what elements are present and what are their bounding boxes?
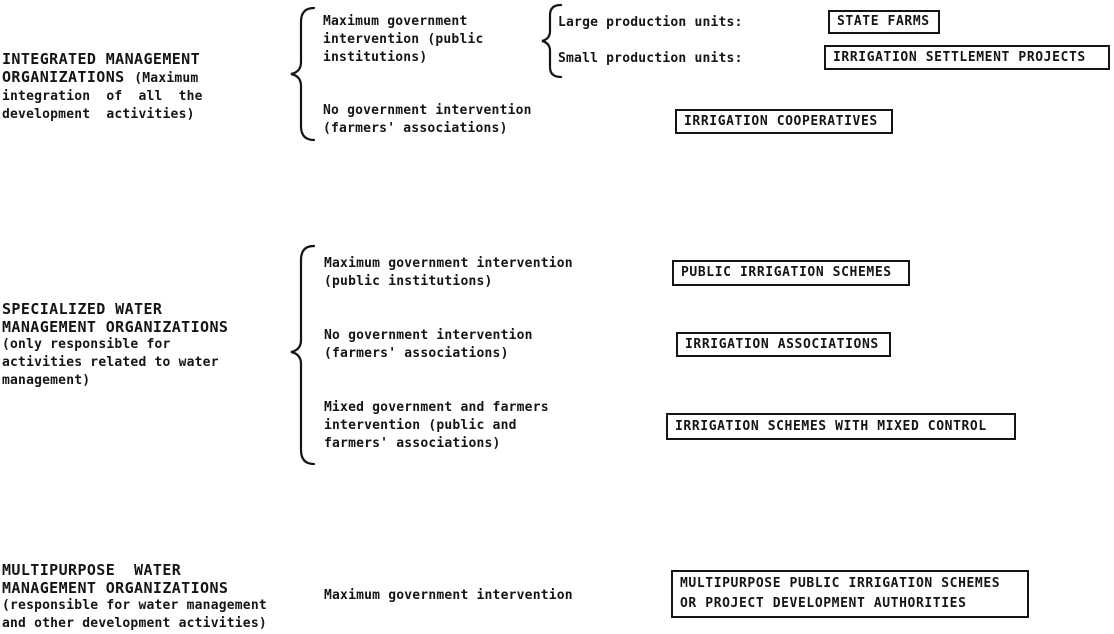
section-integrated-note: integration of all the development activ… <box>2 89 203 122</box>
box-irrigation-cooperatives: IRRIGATION COOPERATIVES <box>675 109 893 134</box>
box-state-farms: STATE FARMS <box>828 10 940 34</box>
small-production-units-label: Small production units: <box>558 51 743 66</box>
section-specialized-note: (only responsible for activities related… <box>2 337 219 388</box>
section-specialized-title-line1: SPECIALIZED WATER <box>2 300 304 318</box>
box-irrigation-settlement-projects: IRRIGATION SETTLEMENT PROJECTS <box>824 45 1110 70</box>
section-multipurpose-heading2: MANAGEMENT ORGANIZATIONS <box>2 579 229 597</box>
box-irrigation-schemes-mixed-control: IRRIGATION SCHEMES WITH MIXED CONTROL <box>666 413 1016 440</box>
box-public-irrigation-schemes: PUBLIC IRRIGATION SCHEMES <box>672 260 910 286</box>
section-integrated-title: INTEGRATED MANAGEMENT ORGANIZATIONS (Max… <box>2 50 304 124</box>
specialized-item-mixed-text: Mixed government and farmers interventio… <box>324 400 549 451</box>
section-specialized-heading2: MANAGEMENT ORGANIZATIONS <box>2 318 229 336</box>
section-specialized-title-line2: MANAGEMENT ORGANIZATIONS <box>2 318 304 336</box>
section-specialized-title: SPECIALIZED WATER MANAGEMENT ORGANIZATIO… <box>2 300 304 390</box>
section-multipurpose-heading1: MULTIPURPOSE WATER <box>2 561 182 579</box>
section-integrated-title-line1: INTEGRATED MANAGEMENT <box>2 50 304 68</box>
section-integrated-heading2: ORGANIZATIONS <box>2 68 125 86</box>
section-multipurpose-title: MULTIPURPOSE WATER MANAGEMENT ORGANIZATI… <box>2 561 312 633</box>
left-curly-brace-icon <box>290 6 316 142</box>
section-specialized-heading1: SPECIALIZED WATER <box>2 300 163 318</box>
integrated-item-no-gov-text: No government intervention (farmers' ass… <box>323 103 532 136</box>
section-multipurpose-note: (responsible for water management and ot… <box>2 598 267 631</box>
brace-integrated <box>288 6 316 142</box>
brace-production-units <box>539 3 563 79</box>
section-multipurpose-title-line1: MULTIPURPOSE WATER <box>2 561 312 579</box>
box-multipurpose-public-irrigation-schemes: MULTIPURPOSE PUBLIC IRRIGATION SCHEMES O… <box>671 570 1029 618</box>
multipurpose-item-max-gov-text: Maximum government intervention <box>324 588 573 603</box>
section-multipurpose-title-line2: MANAGEMENT ORGANIZATIONS <box>2 579 312 597</box>
brace-specialized <box>288 244 316 466</box>
section-integrated-heading1: INTEGRATED MANAGEMENT <box>2 50 201 68</box>
box-irrigation-associations: IRRIGATION ASSOCIATIONS <box>676 332 891 357</box>
left-curly-brace-icon <box>290 244 316 466</box>
section-integrated-note-inline: (Maximum <box>134 71 199 86</box>
specialized-item-no-gov-text: No government intervention (farmers' ass… <box>324 328 533 361</box>
left-curly-brace-icon <box>541 3 563 79</box>
section-integrated-title-line2: ORGANIZATIONS (Maximum <box>2 68 304 88</box>
specialized-item-max-gov-text: Maximum government intervention (public … <box>324 256 573 289</box>
integrated-item-max-gov-text: Maximum government intervention (public … <box>323 14 484 65</box>
large-production-units-label: Large production units: <box>558 15 743 30</box>
